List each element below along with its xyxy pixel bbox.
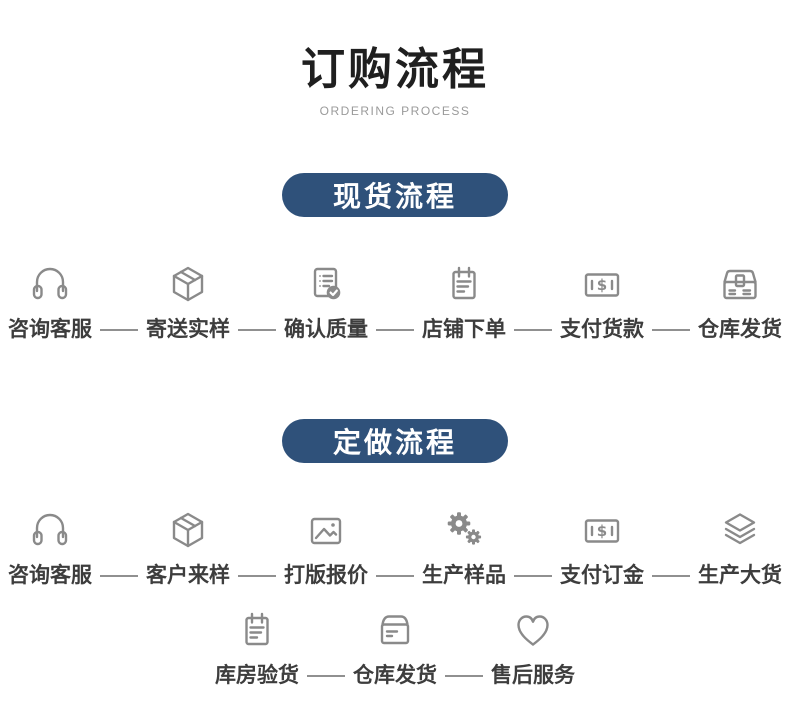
headset-icon — [26, 507, 74, 555]
step-pay-deposit: 支付订金 — [555, 507, 649, 589]
box-icon — [371, 607, 419, 655]
page-title: 订购流程 — [301, 45, 489, 94]
package-icon — [164, 261, 212, 309]
flow-connector — [376, 329, 414, 331]
order-pad-icon — [440, 261, 488, 309]
banknote-icon — [578, 507, 626, 555]
stock-flow-row: 咨询客服 寄送实样 确认质量 店铺下单 支付货款 仓库发货 — [0, 261, 790, 343]
step-consult-service: 咨询客服 — [3, 261, 97, 343]
custom-flow-row-1: 咨询客服 客户来样 打版报价 生产样品 支付订金 生产大货 — [0, 507, 790, 589]
flow-connector — [238, 329, 276, 331]
step-pay-payment: 支付货款 — [555, 261, 649, 343]
gears-icon — [440, 507, 488, 555]
custom-flow-row-2: 库房验货 仓库发货 售后服务 — [0, 607, 790, 689]
order-pad-icon — [233, 607, 281, 655]
flow-connector — [445, 675, 483, 677]
image-icon — [302, 507, 350, 555]
flow-connector — [307, 675, 345, 677]
carton-icon — [716, 261, 764, 309]
flow-connector — [652, 575, 690, 577]
step-label: 支付货款 — [560, 318, 644, 341]
step-send-sample: 寄送实样 — [141, 261, 235, 343]
step-label: 仓库发货 — [698, 318, 782, 341]
step-label: 咨询客服 — [8, 318, 92, 341]
step-produce-sample: 生产样品 — [417, 507, 511, 589]
step-label: 支付订金 — [560, 564, 644, 587]
flow-connector — [514, 575, 552, 577]
headset-icon — [26, 261, 74, 309]
step-warehouse-ship: 仓库发货 — [693, 261, 787, 343]
step-label: 打版报价 — [284, 564, 368, 587]
step-consult-service: 咨询客服 — [3, 507, 97, 589]
flow-connector — [376, 575, 414, 577]
step-warehouse-inspect: 库房验货 — [210, 607, 304, 689]
flow-connector — [100, 329, 138, 331]
flow-connector — [652, 329, 690, 331]
step-warehouse-ship: 仓库发货 — [348, 607, 442, 689]
heart-icon — [509, 607, 557, 655]
banner-custom-process: 定做流程 — [282, 419, 508, 463]
step-confirm-quality: 确认质量 — [279, 261, 373, 343]
step-place-order: 店铺下单 — [417, 261, 511, 343]
step-bulk-production: 生产大货 — [693, 507, 787, 589]
step-label: 生产大货 — [698, 564, 782, 587]
step-label: 客户来样 — [146, 564, 230, 587]
step-proofing-quote: 打版报价 — [279, 507, 373, 589]
document-check-icon — [302, 261, 350, 309]
layers-icon — [716, 507, 764, 555]
step-label: 生产样品 — [422, 564, 506, 587]
step-label: 仓库发货 — [353, 664, 437, 687]
step-label: 售后服务 — [491, 664, 575, 687]
step-label: 咨询客服 — [8, 564, 92, 587]
step-label: 寄送实样 — [146, 318, 230, 341]
page-subtitle: ORDERING PROCESS — [319, 104, 471, 118]
step-label: 库房验货 — [215, 664, 299, 687]
banknote-icon — [578, 261, 626, 309]
banner-stock-process: 现货流程 — [282, 173, 508, 217]
package-icon — [164, 507, 212, 555]
flow-connector — [238, 575, 276, 577]
flow-connector — [514, 329, 552, 331]
step-customer-sample: 客户来样 — [141, 507, 235, 589]
flow-connector — [100, 575, 138, 577]
step-label: 店铺下单 — [422, 318, 506, 341]
ordering-process-section: 订购流程 ORDERING PROCESS 现货流程 咨询客服 寄送实样 确认质… — [0, 45, 790, 689]
step-label: 确认质量 — [284, 318, 368, 341]
step-after-sale-service: 售后服务 — [486, 607, 580, 689]
